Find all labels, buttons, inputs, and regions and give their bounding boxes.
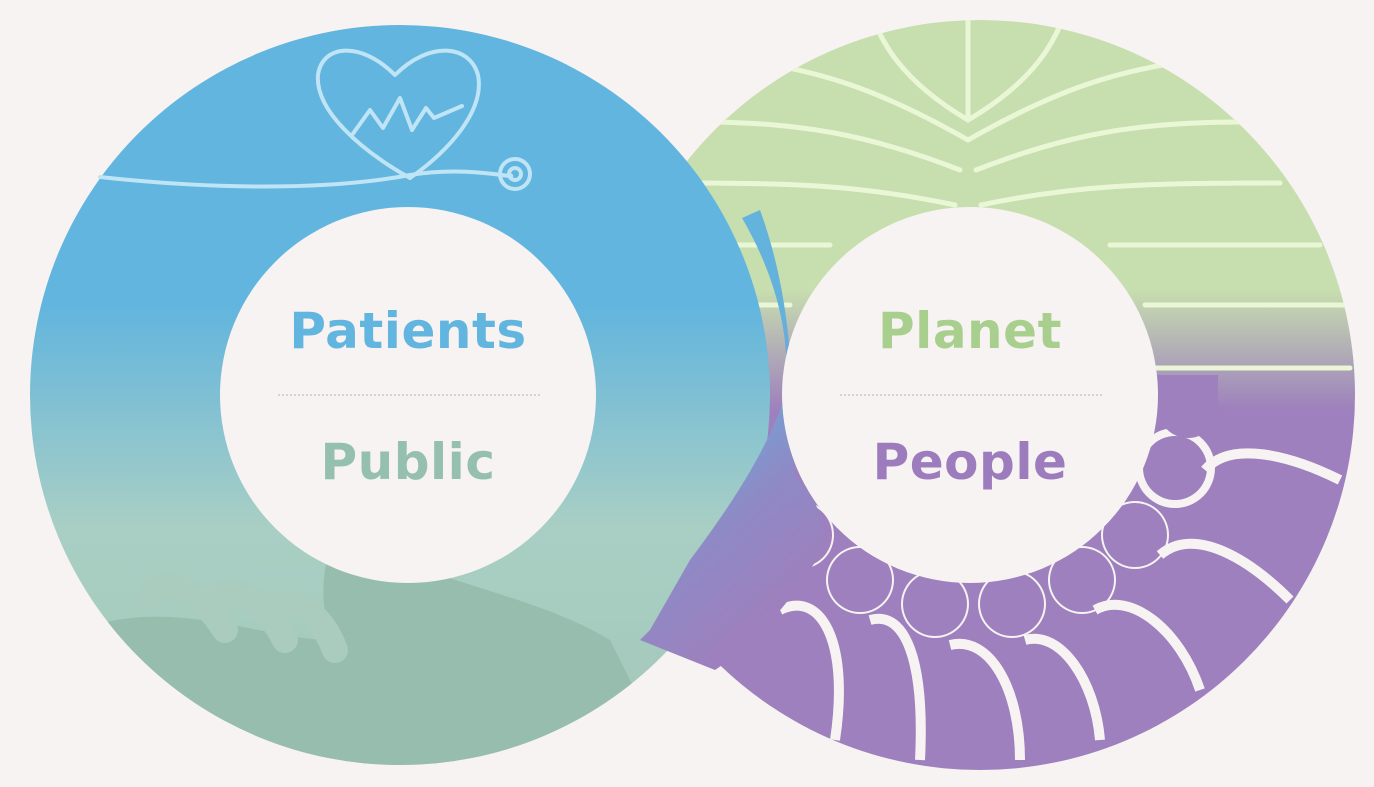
- left-divider: [278, 394, 540, 396]
- public-label: Public: [320, 433, 496, 491]
- right-divider: [840, 394, 1102, 396]
- planet-label: Planet: [878, 302, 1062, 360]
- left-ring: [30, 25, 770, 765]
- people-label: People: [872, 433, 1068, 491]
- heart-stethoscope-icon: [98, 48, 532, 191]
- people-outlines: [777, 448, 1343, 761]
- patients-label: Patients: [289, 302, 527, 360]
- crossing-band: [640, 210, 825, 670]
